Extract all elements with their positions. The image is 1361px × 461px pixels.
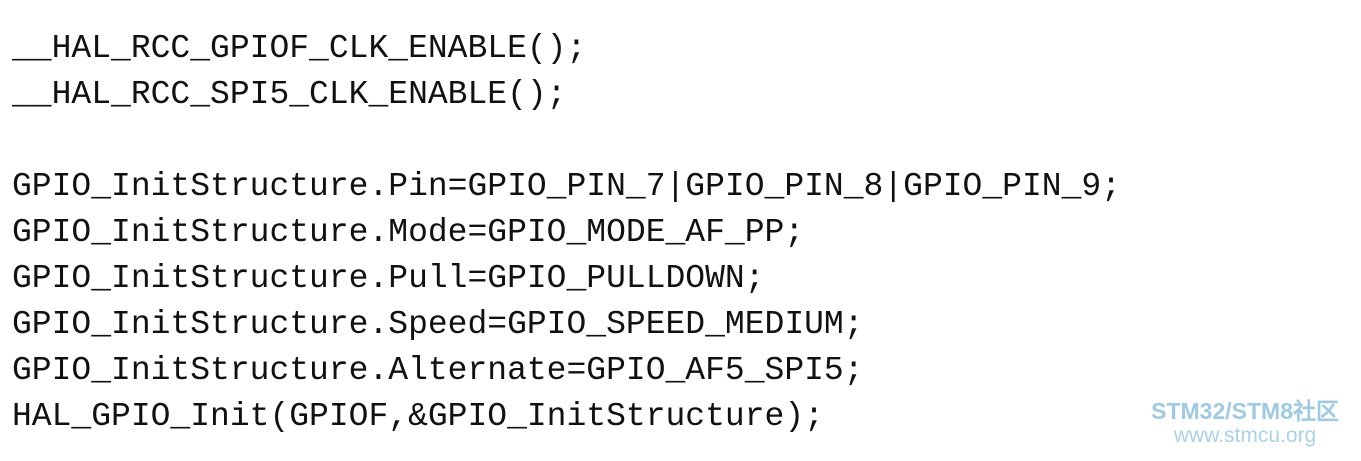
- code-line: GPIO_InitStructure.Mode=GPIO_MODE_AF_PP;: [12, 214, 805, 251]
- code-line: __HAL_RCC_SPI5_CLK_ENABLE();: [12, 76, 567, 113]
- watermark-url: www.stmcu.org: [1173, 424, 1317, 447]
- code-line: __HAL_RCC_GPIOF_CLK_ENABLE();: [12, 30, 587, 67]
- code-block: __HAL_RCC_GPIOF_CLK_ENABLE(); __HAL_RCC_S…: [12, 26, 1121, 440]
- code-line: GPIO_InitStructure.Speed=GPIO_SPEED_MEDI…: [12, 306, 864, 343]
- code-line: GPIO_InitStructure.Alternate=GPIO_AF5_SP…: [12, 352, 864, 389]
- watermark-brand: STM32/STM8社区: [1151, 398, 1339, 424]
- code-line: GPIO_InitStructure.Pin=GPIO_PIN_7|GPIO_P…: [12, 168, 1121, 205]
- code-line: GPIO_InitStructure.Pull=GPIO_PULLDOWN;: [12, 260, 765, 297]
- code-line: HAL_GPIO_Init(GPIOF,&GPIO_InitStructure)…: [12, 398, 824, 435]
- code-line-blank: [12, 118, 1121, 164]
- watermark: STM32/STM8社区 www.stmcu.org: [1151, 398, 1339, 447]
